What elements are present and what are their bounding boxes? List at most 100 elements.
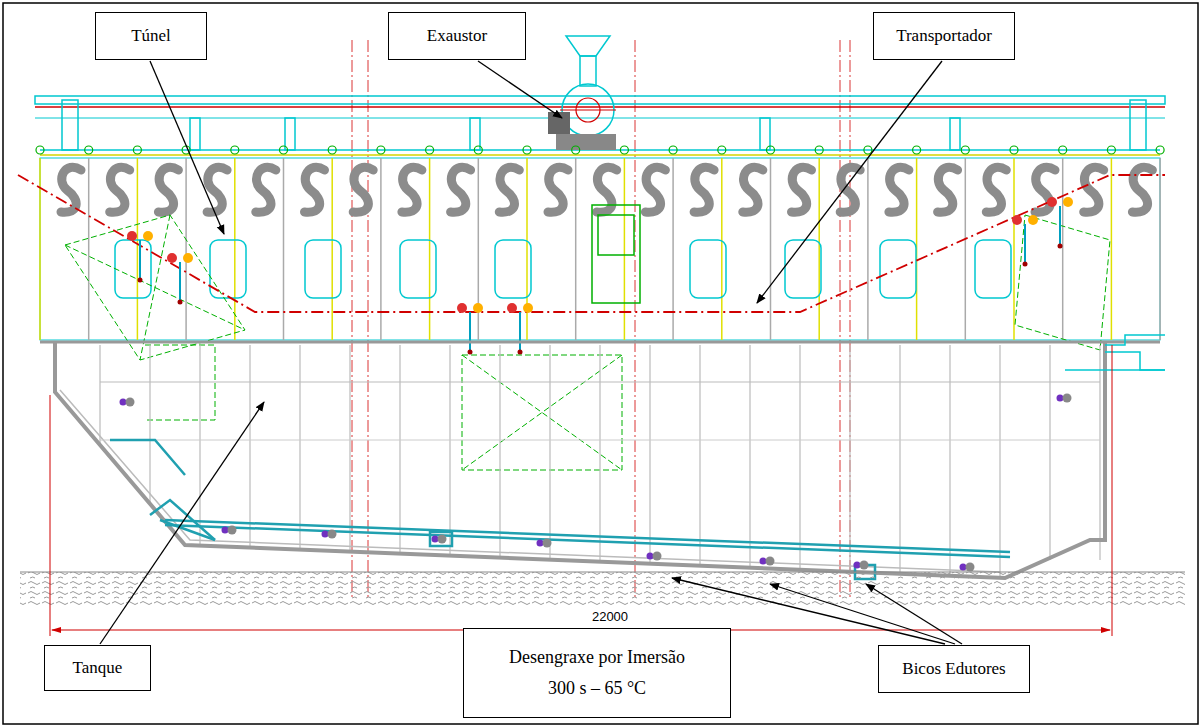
roof-lug	[231, 146, 239, 154]
panel-rib	[1013, 158, 1015, 340]
nozzle-body	[860, 561, 869, 570]
panel-rib	[965, 158, 967, 340]
panel-rib	[185, 158, 187, 340]
callout-box: Tanque	[44, 645, 151, 691]
dimension-label: 22000	[589, 609, 631, 624]
nozzle-body	[438, 535, 447, 544]
tank-post	[199, 345, 200, 546]
trolley-wheel	[127, 231, 137, 241]
vapour-mark	[743, 167, 763, 212]
vapour-mark	[499, 167, 519, 212]
nozzle-inlet	[120, 399, 127, 406]
hanger	[1059, 206, 1061, 246]
roof-lug	[620, 146, 628, 154]
tank-post	[749, 345, 750, 568]
roof-lug	[913, 146, 921, 154]
roof-lug	[572, 146, 580, 154]
panel-rib	[1159, 158, 1161, 340]
tank-post	[599, 345, 600, 562]
hook	[138, 278, 143, 283]
vapour-mark	[353, 167, 373, 212]
nozzle-inlet	[960, 564, 967, 571]
trolley-wheel	[523, 303, 533, 313]
tank-post	[399, 345, 400, 554]
hanger	[139, 240, 141, 280]
tank-post	[99, 345, 100, 445]
vapour-mark	[402, 167, 422, 212]
trolley-wheel	[1047, 197, 1057, 207]
trolley-wheel	[473, 303, 483, 313]
callout-box: Túnel	[95, 12, 207, 60]
callout-text: Túnel	[131, 25, 171, 48]
panel-rib	[867, 158, 869, 340]
vapour-mark	[889, 167, 909, 212]
roof-lug	[133, 146, 141, 154]
vapour-mark	[694, 167, 714, 212]
tank-post	[1099, 345, 1100, 560]
eductor-nozzles	[120, 394, 1072, 572]
tank-post	[999, 345, 1000, 578]
nozzle-inlet	[647, 553, 654, 560]
vapour-mark	[792, 167, 812, 212]
roof-lug	[669, 146, 677, 154]
hook	[1023, 262, 1028, 267]
callout-text: Desengraxe por Imersão	[509, 642, 685, 673]
panel-rib	[818, 158, 820, 340]
vapour-mark	[645, 167, 665, 212]
tank-post	[849, 345, 850, 572]
nozzle-body	[228, 526, 237, 535]
roof-lug	[864, 146, 872, 154]
vapour-mark	[110, 167, 130, 212]
panel-rib	[137, 158, 139, 340]
panel-rib	[331, 158, 333, 340]
roof-lug	[1156, 146, 1164, 154]
trolley-wheel	[1063, 197, 1073, 207]
callout-text: Tanque	[73, 657, 123, 680]
trolley-wheel	[1028, 215, 1038, 225]
vapour-mark	[986, 167, 1006, 212]
trolley-wheel	[143, 231, 153, 241]
panel-rib	[1111, 158, 1113, 340]
nozzle-body	[328, 530, 337, 539]
vapour-mark	[451, 167, 471, 212]
roof-lug	[767, 146, 775, 154]
panel-rib	[721, 158, 723, 340]
panel-rib	[88, 158, 90, 340]
tank-post	[899, 345, 900, 574]
roof-lug	[1107, 146, 1115, 154]
nozzle-inlet	[322, 531, 329, 538]
roof-lug	[377, 146, 385, 154]
callout-text: Exaustor	[427, 25, 487, 48]
callout-box: Desengraxe por Imersão300 s – 65 °C	[463, 628, 731, 718]
tank-post	[949, 345, 950, 576]
nozzle-inlet	[537, 540, 544, 547]
nozzle-inlet	[432, 536, 439, 543]
roof-lug	[815, 146, 823, 154]
panel-rib	[770, 158, 772, 340]
roof-lug	[961, 146, 969, 154]
nozzle-inlet	[760, 558, 767, 565]
tank-post	[249, 345, 250, 548]
hanger	[179, 262, 181, 302]
nozzle-inlet	[854, 562, 861, 569]
vapour-mark	[1084, 167, 1104, 212]
hanger	[469, 312, 471, 352]
vapour-mark	[1132, 167, 1152, 212]
nozzle-inlet	[1057, 395, 1064, 402]
roof-lug	[426, 146, 434, 154]
vapour-mark	[305, 167, 325, 212]
callout-box: Bicos Edutores	[878, 645, 1030, 693]
tank-post	[499, 345, 500, 558]
tank-post	[699, 345, 700, 566]
nozzle-body	[543, 539, 552, 548]
hanger	[519, 312, 521, 352]
hook	[1058, 244, 1063, 249]
hanger	[1024, 224, 1026, 264]
trolley-wheel	[507, 303, 517, 313]
trolley-wheel	[1012, 215, 1022, 225]
trolley-wheel	[183, 253, 193, 263]
callout-text: 300 s – 65 °C	[548, 673, 646, 704]
roof-lug	[36, 146, 44, 154]
panel-rib	[39, 158, 41, 340]
